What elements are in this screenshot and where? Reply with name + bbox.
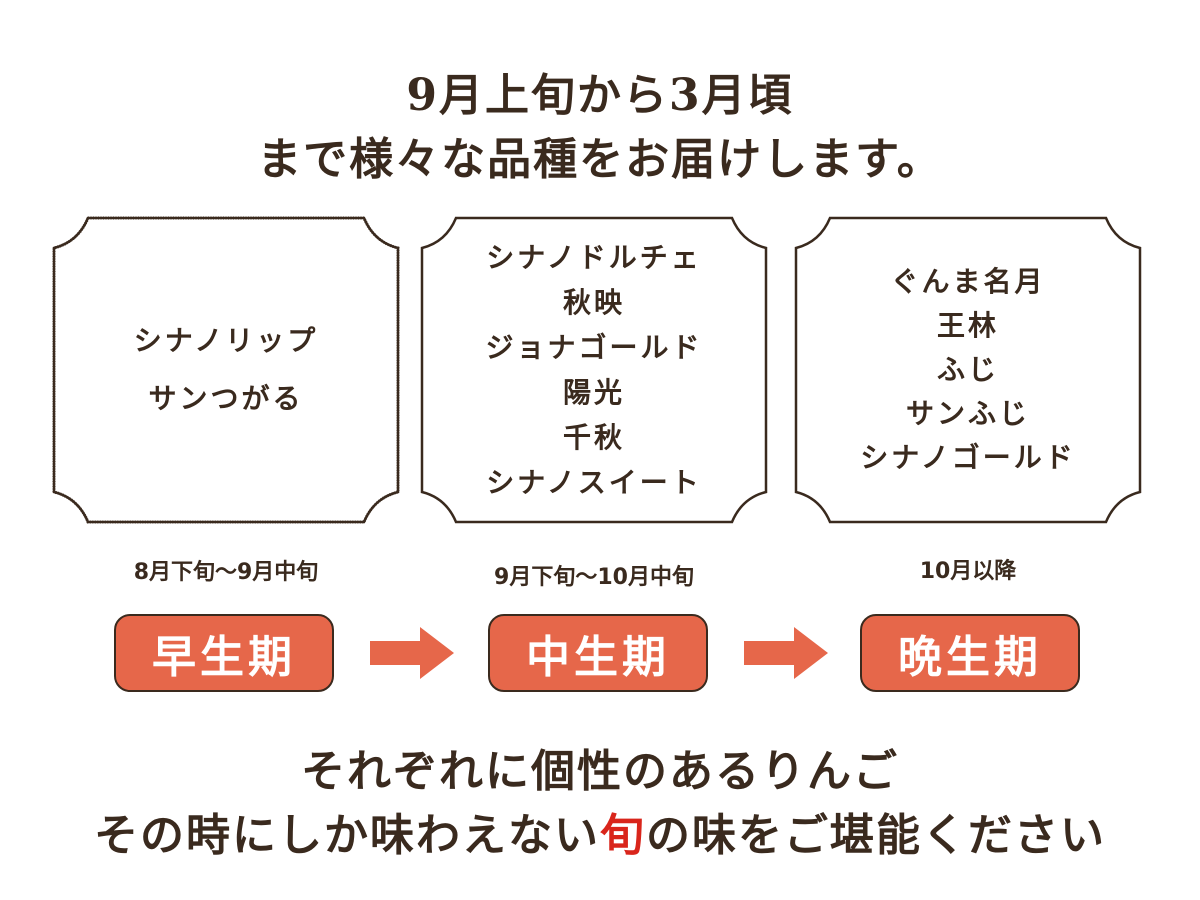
ornate-frame-icon bbox=[794, 216, 1142, 524]
variety-name: サンふじ bbox=[905, 397, 1030, 430]
closing-text-before: その時にしか味わえない bbox=[94, 810, 600, 861]
period-mid: 9月下旬～10月中旬 bbox=[494, 565, 694, 590]
closing-text-after: の味をご堪能ください bbox=[646, 810, 1106, 861]
variety-name: 王林 bbox=[936, 309, 999, 342]
period-late: 10月以降 bbox=[919, 559, 1017, 584]
variety-frame-late: ぐんま名月 王林 ふじ サンふじ シナノゴールド bbox=[788, 210, 1148, 530]
arrow-right-icon bbox=[370, 627, 454, 679]
variety-name: シナノドルチェ bbox=[486, 241, 702, 274]
variety-name: 千秋 bbox=[562, 421, 625, 454]
variety-name: ジョナゴールド bbox=[485, 331, 703, 364]
variety-list-mid: シナノドルチェ 秋映 ジョナゴールド 陽光 千秋 シナノスイート bbox=[414, 210, 774, 530]
arrow-right-icon bbox=[744, 627, 828, 679]
heading-line-1: 9月上旬から3月頃 bbox=[406, 70, 794, 121]
variety-name: 陽光 bbox=[562, 376, 625, 409]
variety-name: シナノスイート bbox=[486, 466, 702, 499]
variety-frame-mid: シナノドルチェ 秋映 ジョナゴールド 陽光 千秋 シナノスイート bbox=[414, 210, 774, 530]
variety-frame-early: シナノリップ サンつがる bbox=[46, 210, 406, 530]
variety-list-early: シナノリップ サンつがる bbox=[46, 210, 406, 530]
variety-name: シナノリップ bbox=[133, 324, 319, 357]
season-badge-late: 晩生期 bbox=[860, 614, 1080, 692]
variety-name: ぐんま名月 bbox=[890, 265, 1046, 298]
variety-name: ふじ bbox=[936, 353, 999, 386]
variety-name: 秋映 bbox=[562, 286, 625, 319]
variety-name: サンつがる bbox=[148, 382, 304, 415]
closing-highlight: 旬 bbox=[600, 810, 646, 861]
season-badge-early: 早生期 bbox=[114, 614, 334, 692]
period-early: 8月下旬～9月中旬 bbox=[133, 560, 319, 585]
ornate-frame-icon bbox=[52, 216, 400, 524]
ornate-frame-icon bbox=[420, 216, 768, 524]
heading-line-2: まで様々な品種をお届けします。 bbox=[257, 134, 943, 185]
closing-line-2: その時にしか味わえない旬の味をご堪能ください bbox=[0, 814, 1200, 858]
closing-line-1: それぞれに個性のあるりんご bbox=[301, 746, 899, 797]
variety-list-late: ぐんま名月 王林 ふじ サンふじ シナノゴールド bbox=[788, 210, 1148, 530]
season-badge-mid: 中生期 bbox=[488, 614, 708, 692]
variety-name: シナノゴールド bbox=[860, 441, 1076, 474]
